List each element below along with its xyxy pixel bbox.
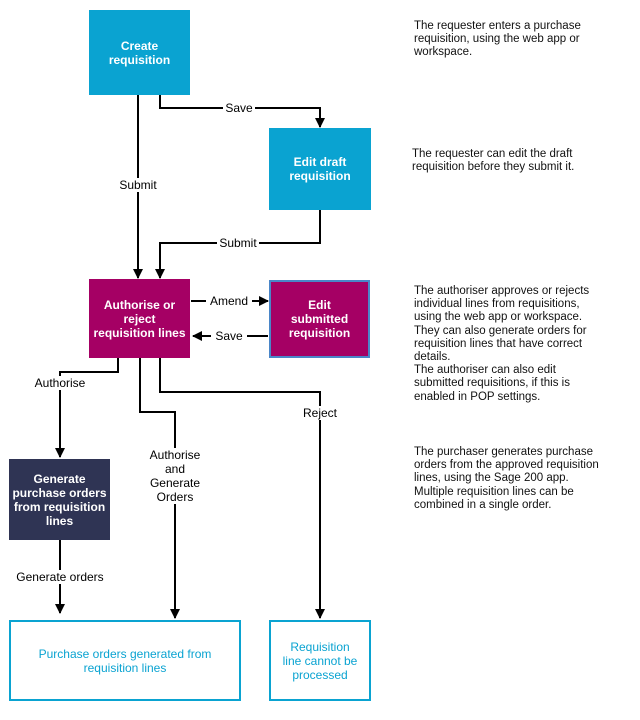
note-line: submitted requisitions, if this is [414,377,570,390]
note-line: The authoriser can also edit [414,364,556,377]
generate-orders-label: Generate orders [12,570,108,584]
reject-label: Reject [298,406,342,420]
note-line: The authoriser approves or rejects [414,285,590,297]
submit-label-1: Submit [117,178,159,192]
note-line: using the web app or workspace. [414,311,583,324]
generate-purchase-orders-label: Generate purchase orders from requisitio… [12,471,107,528]
arrow-authorise-generate [139,358,180,619]
note-line: individual lines from requisitions, [414,298,580,311]
note-purchaser: The purchaser generates purchase orders … [414,446,599,512]
note-line: Multiple requisition lines can be [414,485,574,498]
note-line: orders from the approved requisition [414,459,599,472]
note-line: workspace. [414,46,473,59]
save-label-1: Save [223,101,255,115]
note-line: The requester enters a purchase [414,20,581,32]
note-line: requisition before they submit it. [412,161,575,174]
note-line: enabled in POP settings. [414,390,541,403]
note-line: lines, using the Sage 200 app. [414,472,569,485]
authorise-generate-label-line-1: Authorise [145,448,205,462]
submit-label-2: Submit [217,236,259,250]
authorise-or-reject-box: Authorise or reject requisition lines [89,279,190,358]
note-requester-edits: The requester can edit the draft requisi… [412,148,574,174]
purchase-orders-generated-label: Purchase orders generated from requisiti… [38,646,212,675]
note-authoriser: The authoriser approves or rejects indiv… [414,285,589,404]
note-line: The requester can edit the draft [412,148,573,160]
requisition-line-cannot-be-processed-box: Requisition line cannot be processed [269,620,371,701]
note-line: requisition lines that have correct [414,337,583,350]
note-line: requisition, using the web app or [414,33,580,46]
authorise-generate-label-line-2: and [145,462,205,476]
note-line: combined in a single order. [414,498,552,511]
create-requisition-label: Create requisition [108,38,171,67]
purchase-orders-generated-box: Purchase orders generated from requisiti… [9,620,241,701]
cannot-be-processed-label: Requisition line cannot be processed [282,639,358,682]
edit-submitted-requisition-box: Edit submitted requisition [269,280,370,358]
edit-draft-requisition-box: Edit draft requisition [269,128,371,210]
arrow-reject [159,358,325,619]
note-line: details. [414,351,451,364]
save-label-2: Save [211,329,247,343]
authorise-generate-label-line-4: Orders [145,490,205,504]
note-line: The purchaser generates purchase [414,446,593,458]
authorise-or-reject-label: Authorise or reject requisition lines [93,297,186,340]
note-line: They can also generate orders for [414,324,587,337]
create-requisition-box: Create requisition [89,10,190,95]
edit-submitted-label: Edit submitted requisition [288,298,351,340]
generate-purchase-orders-box: Generate purchase orders from requisitio… [9,459,110,540]
authorise-generate-label-line-3: Generate [145,476,205,490]
amend-label: Amend [206,294,252,308]
note-requester-enters: The requester enters a purchase requisit… [414,20,581,60]
arrow-authorise [55,358,119,458]
edit-draft-label: Edit draft requisition [289,155,351,183]
authorise-label: Authorise [32,376,88,390]
